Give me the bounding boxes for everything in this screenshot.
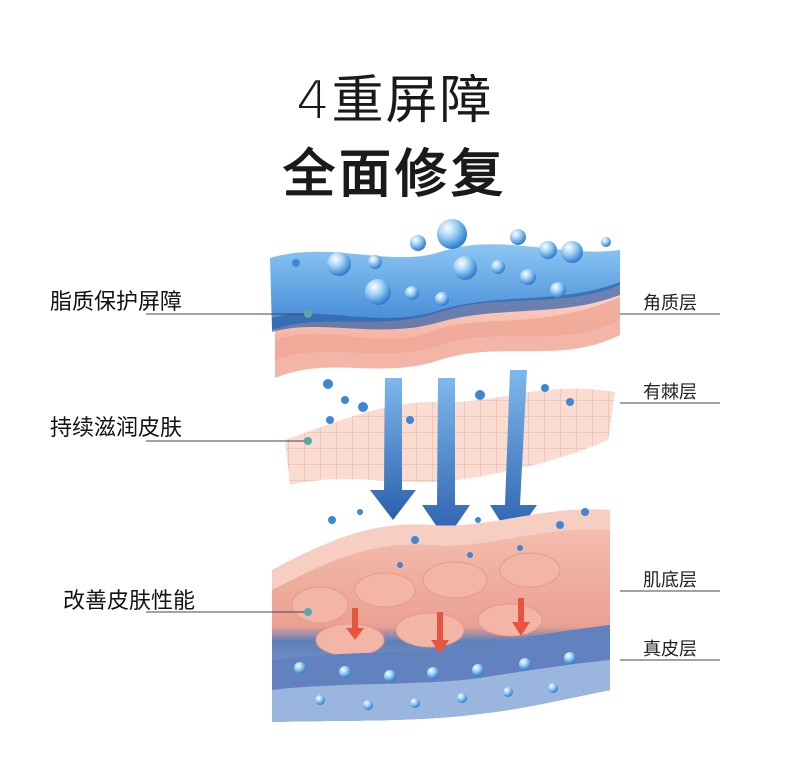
basal-dermis-block xyxy=(272,509,610,722)
label-stratum-corneum: 角质层 xyxy=(643,293,697,314)
moisture-bubbles xyxy=(292,219,611,710)
title-line-1: 4重屏障 xyxy=(296,71,494,131)
label-lipid-barrier: 脂质保护屏障 xyxy=(50,290,183,315)
label-basal-layer: 肌底层 xyxy=(643,570,697,591)
label-dermis: 真皮层 xyxy=(643,639,697,660)
label-moisturize-skin: 持续滋润皮肤 xyxy=(50,416,183,441)
stratum-corneum-layer xyxy=(270,244,620,378)
title-line-2: 全面修复 xyxy=(282,145,507,205)
label-stratum-spinosum: 有棘层 xyxy=(643,382,697,403)
label-improve-skin: 改善皮肤性能 xyxy=(63,589,196,614)
leader-lines xyxy=(146,310,720,661)
absorption-arrows xyxy=(370,370,537,540)
